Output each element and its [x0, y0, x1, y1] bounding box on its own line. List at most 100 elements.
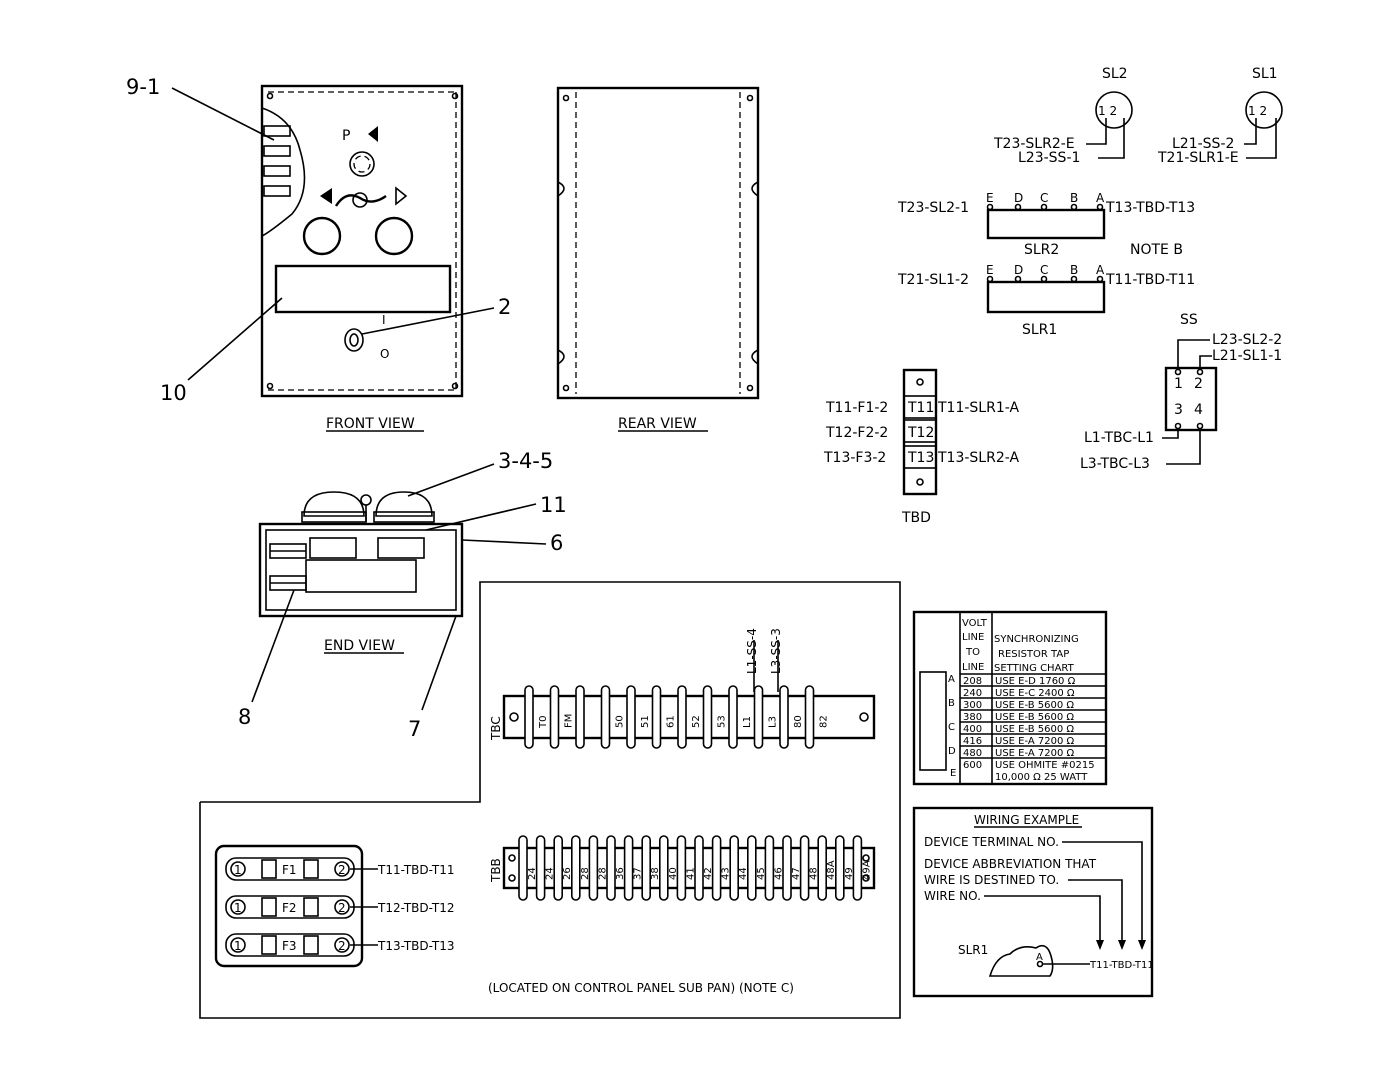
tap-row-volt: 240 [963, 688, 982, 699]
tbd-terminal: T13 [907, 450, 934, 466]
tbc-screw [651, 685, 662, 749]
svg-text:1: 1 [234, 863, 242, 877]
selector-switch[interactable] [344, 328, 364, 352]
tap-row-setting: USE E-B 5600 Ω [995, 700, 1074, 711]
tbd-left-wire: T11-F1-2 [825, 400, 888, 416]
sl2-wire-2: L23-SS-1 [1018, 150, 1080, 166]
svg-text:TO: TO [965, 647, 980, 658]
slr1-right-wire: T11-TBD-T11 [1105, 272, 1195, 288]
tap-row-setting: USE E-D 1760 Ω [995, 676, 1076, 687]
front-p-label: P [342, 128, 350, 144]
svg-text:4: 4 [1194, 402, 1203, 418]
tbb-screw [553, 835, 564, 901]
tbb-terminal-label: 42 [703, 867, 714, 880]
fuse-row-f1: 1 F1 2 T11-TBD-T11 [225, 857, 454, 881]
tbc-screw [524, 685, 534, 749]
tbb-terminal-label: 37 [633, 867, 644, 880]
svg-text:D: D [1014, 263, 1023, 277]
svg-text:2: 2 [338, 863, 346, 877]
fuse-f3-label: F3 [282, 939, 297, 953]
tbc-screw [626, 685, 636, 749]
sync-symbol-icon [334, 194, 387, 207]
tbb-screw [535, 835, 546, 901]
svg-text:D: D [1014, 191, 1023, 205]
ss-wire-2: L23-SL2-2 [1212, 332, 1282, 348]
tbb-terminal-label: 48A [826, 860, 837, 880]
svg-text:1: 1 [234, 939, 242, 953]
tap-row-setting: USE OHMITE #0215 [995, 760, 1095, 771]
svg-text:A: A [1096, 191, 1105, 205]
tap-row-setting: USE E-B 5600 Ω [995, 712, 1074, 723]
slr2-title: SLR2 [1024, 242, 1059, 258]
pushbutton-right[interactable] [374, 216, 414, 256]
sl1-wire-2: T21-SLR1-E [1157, 150, 1239, 166]
tbd-terminal: T11 [907, 400, 934, 416]
svg-text:LINE: LINE [962, 632, 984, 643]
tbb-terminal-label: 43 [721, 867, 732, 880]
tbb-label: TBB [489, 858, 503, 883]
tbb-terminal-label: 44 [738, 867, 749, 880]
front-view-title: FRONT VIEW [326, 416, 415, 432]
tbc-label: TBC [489, 716, 503, 741]
tbc-terminal-label: 82 [819, 715, 830, 728]
tbc-terminal-label: 51 [640, 715, 651, 728]
tbb-terminal-label: 28 [580, 867, 591, 880]
tbb-screw [817, 835, 828, 901]
tap-row-setting: USE E-A 7200 Ω [995, 736, 1075, 747]
tbc-terminal-label: 50 [615, 715, 626, 728]
tbb-terminal-label: 40 [668, 867, 679, 880]
selector-switch-ss: SS 1 2 3 4 L23-SL2-2 L21-SL1-1 L1-TBC-L1… [1080, 312, 1282, 472]
svg-text:C: C [948, 722, 955, 733]
svg-text:C: C [1040, 263, 1048, 277]
tbb-screw [711, 835, 722, 901]
chart-title: SYNCHRONIZING [994, 634, 1079, 645]
tap-row-volt: 380 [963, 712, 982, 723]
tbb-terminal-label: 24 [545, 867, 556, 880]
tbb-screw [729, 835, 740, 901]
svg-text:DEVICE ABBREVIATION THAT: DEVICE ABBREVIATION THAT [924, 857, 1097, 871]
svg-text:D: D [948, 746, 956, 757]
wiring-example-title: WIRING EXAMPLE [974, 813, 1079, 827]
sl1-title: SL1 [1252, 66, 1278, 82]
tbc-terminal-label: 53 [717, 715, 728, 728]
sl1-wire-1: L21-SS-2 [1172, 136, 1234, 152]
arrow-right-icon [320, 188, 332, 204]
sl2-title: SL2 [1102, 66, 1128, 82]
tbc-terminal-label: T0 [538, 716, 549, 729]
ss-wire-4: L3-TBC-L3 [1080, 456, 1150, 472]
callout-8: 8 [238, 705, 251, 729]
fuse-f3-wire: T13-TBD-T13 [377, 939, 454, 953]
tbb-terminal-label: 49 [844, 867, 855, 880]
slr2-left-wire: T23-SL2-1 [897, 200, 969, 216]
fuse-f2-wire: T12-TBD-T12 [377, 901, 454, 915]
callout-10: 10 [160, 381, 187, 405]
tbb-screw [518, 835, 528, 901]
note-b: NOTE B [1130, 242, 1183, 258]
tbb-screw [764, 835, 775, 901]
indicator-light [349, 151, 375, 177]
tap-row-volt: 416 [963, 736, 982, 747]
tbb-terminal-label: 28 [597, 867, 608, 880]
callout-3-4-5: 3-4-5 [498, 449, 553, 473]
tbd-right-wire: T11-SLR1-A [937, 400, 1019, 416]
ss-title: SS [1180, 312, 1198, 328]
tbb-screw [782, 835, 792, 901]
tbc-screw [677, 685, 687, 749]
sl1-lamp-terminals: 1 2 [1248, 104, 1267, 118]
tbc-wire-l3: L3-SS-3 [769, 628, 783, 674]
slr2-taps: E D C B A [986, 191, 1105, 205]
resistor-slr2: E D C B A SLR2 T23-SL2-1 T13-TBD-T13 NOT… [897, 191, 1195, 258]
tbb-screw [799, 835, 810, 901]
tbd-terminal: T12 [907, 425, 934, 441]
tbb-screw [676, 835, 687, 901]
tbc-terminal-label: 80 [793, 715, 804, 728]
tap-row-volt: 400 [963, 724, 982, 735]
svg-text:E: E [950, 768, 956, 779]
end-view: END VIEW [258, 491, 464, 654]
pushbutton-left[interactable] [302, 216, 342, 256]
callout-7: 7 [408, 717, 421, 741]
tap-row-setting: USE E-C 2400 Ω [995, 688, 1075, 699]
